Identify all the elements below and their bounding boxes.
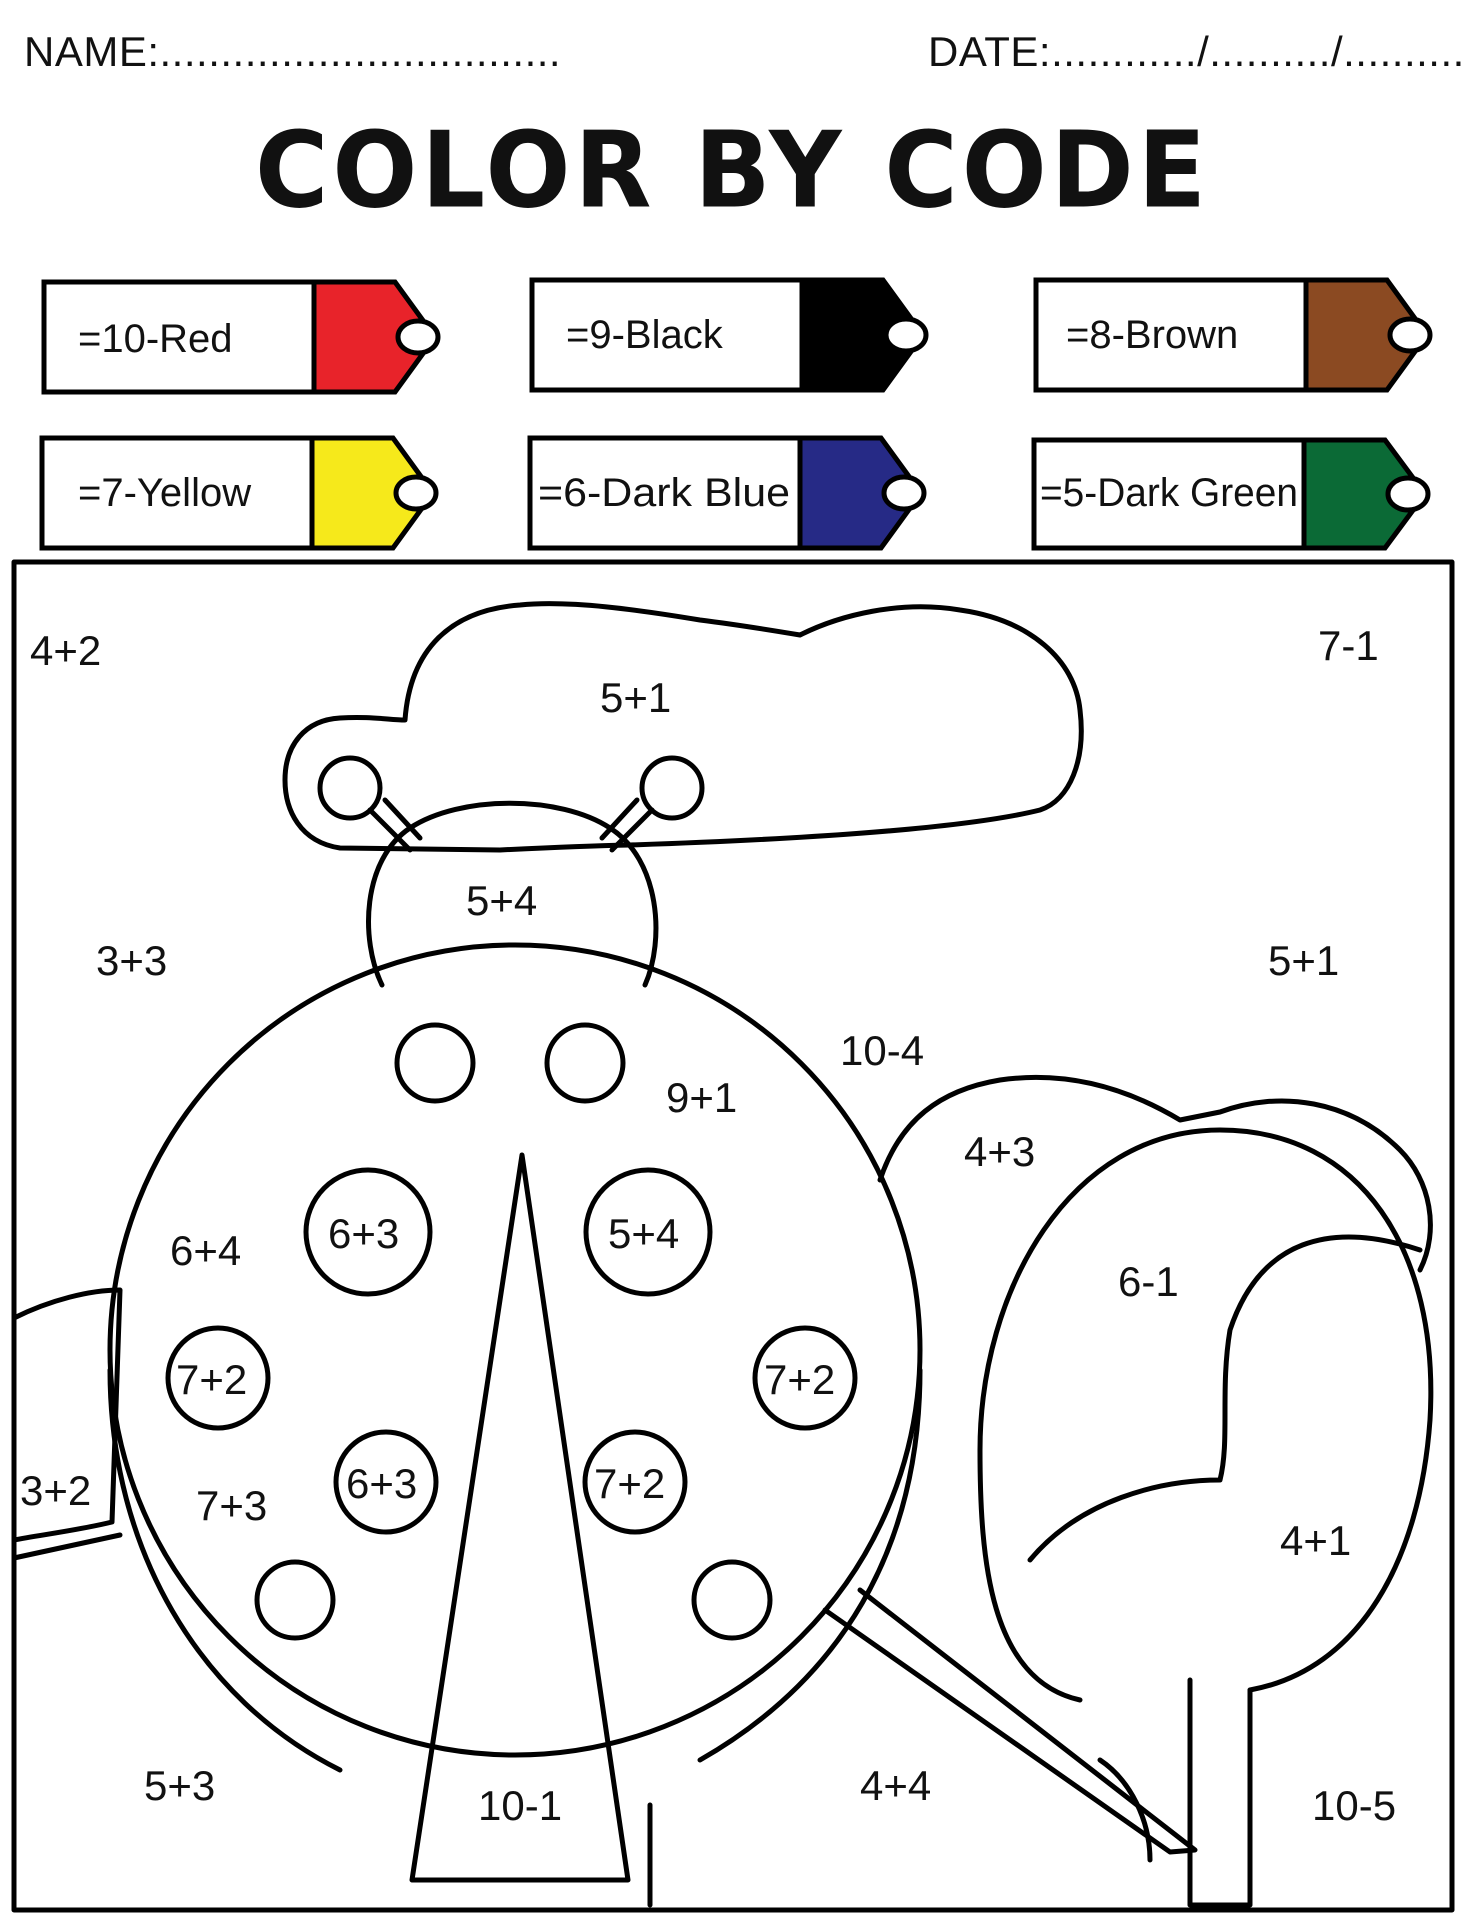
crayon-key-4 [39,435,439,551]
crayon-body [529,277,805,393]
region-spot-e: 6+3 [346,1460,417,1507]
spot-bottom-left [254,1559,336,1641]
crayon-key-2 [529,277,929,393]
region-ground-left: 3+2 [20,1467,91,1514]
spot-bottom-right [691,1559,773,1641]
region-sky-left-top: 4+2 [30,627,101,674]
tree-canopy [977,1127,1434,1703]
crayon-body [1031,437,1307,551]
spot-d [752,1325,858,1431]
spot-e [333,1429,439,1535]
crayon-key-6 [1031,437,1431,551]
crayon-tip-dark-blue [797,435,925,551]
wing-split [409,1152,631,1883]
antenna-right [609,807,655,853]
spot-top-left [394,1022,476,1104]
key-label-yellow: =7-Yellow [78,471,251,515]
antenna-left [367,807,413,853]
region-head: 5+4 [466,877,537,924]
key-label-dark-green: =5-Dark Green [1040,471,1298,515]
ground-curve [1097,1757,1153,1863]
ladybug-head [366,800,659,988]
region-cloud: 5+1 [600,674,671,721]
bush-left [11,1287,123,1543]
spot-top-right [544,1022,626,1104]
tree-branch-line [1027,1234,1423,1563]
region-sky-center: 10-4 [840,1027,924,1074]
region-spot-c: 7+2 [176,1356,247,1403]
antenna-left-ball [317,755,383,821]
region-sky-right-mid: 5+1 [1268,937,1339,984]
crayon-body [39,435,315,551]
tree-trunk [1187,1677,1253,1908]
date-field[interactable]: DATE:............/........../...........… [928,28,1465,75]
spot-b [583,1167,713,1297]
crayon-tip-red [311,279,439,395]
page-title: COLOR BY CODE [254,109,1211,232]
key-label-red: =10-Red [78,317,233,361]
region-spot-f: 7+2 [594,1460,665,1507]
region-ground-bottom-left: 5+3 [144,1762,215,1809]
key-label-brown: =8-Brown [1066,313,1238,357]
spot-f [582,1429,688,1535]
region-wing-split: 10-1 [478,1782,562,1829]
grass-blade [822,1587,1198,1855]
crayon-body [527,435,803,551]
shell-rim-left [107,1367,343,1773]
picture-frame [11,559,1455,1913]
crayon-key-5 [527,435,927,551]
region-spot-d: 7+2 [764,1356,835,1403]
key-label-dark-blue: =6-Dark Blue [538,471,790,515]
spot-a [303,1167,433,1297]
region-tree-top: 6-1 [1118,1258,1179,1305]
region-sky-right-top: 7-1 [1318,622,1379,669]
spot-c [165,1325,271,1431]
region-shell-right-top: 9+1 [666,1074,737,1121]
region-spot-b: 5+4 [608,1210,679,1257]
region-ground-bottom-mid: 4+4 [860,1762,931,1809]
crayon-tip-brown [1303,277,1431,393]
region-sky-left-mid: 3+3 [96,937,167,984]
crayon-tip-dark-green [1301,437,1429,551]
region-tree-bottom: 4+1 [1280,1517,1351,1564]
shell-rim-right [697,1367,923,1763]
ladybug-shell [107,942,923,1758]
region-shell-left: 6+4 [170,1227,241,1274]
crayon-key-3 [1033,277,1433,393]
region-bush: 4+3 [964,1128,1035,1175]
crayon-key-1 [41,279,441,395]
region-shell-left-low: 7+3 [196,1482,267,1529]
crayon-tip-black [799,277,927,393]
region-trunk: 10-5 [1312,1782,1396,1829]
bush-right [877,1074,1433,1273]
key-label-black: =9-Black [566,313,724,357]
name-field[interactable]: NAME:................................. [24,28,562,75]
antenna-right-ball [639,755,705,821]
cloud-shape [282,601,1084,853]
crayon-tip-yellow [309,435,437,551]
region-spot-a: 6+3 [328,1210,399,1257]
